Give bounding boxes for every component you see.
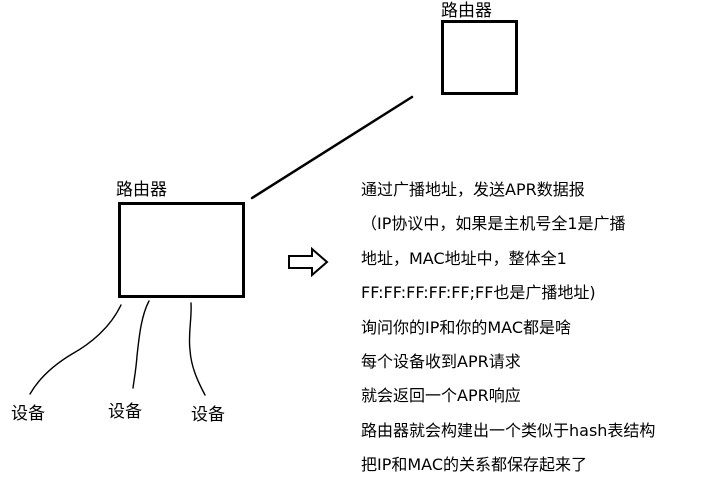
device-label: 设备 (11, 404, 45, 424)
router-main-box (118, 202, 245, 298)
note-line: （IP协议中，如果是主机号全1是广播 (361, 214, 626, 234)
device-label: 设备 (108, 402, 142, 422)
router-main-label: 路由器 (116, 180, 167, 200)
device-wire-1 (29, 304, 122, 395)
note-line: 把IP和MAC的关系都保存起来了 (361, 455, 588, 475)
note-line: 询问你的IP和你的MAC都是啥 (361, 317, 572, 337)
arp-explanation-notes: 通过广播地址，发送APR数据报 （IP协议中，如果是主机号全1是广播 地址，MA… (361, 180, 655, 490)
note-line: 通过广播地址，发送APR数据报 (361, 180, 585, 199)
router-top-box (441, 20, 518, 95)
note-line: FF:FF:FF:FF:FF;FF也是广播地址) (361, 283, 596, 303)
hollow-arrow-icon (288, 246, 329, 278)
device-wire-2 (132, 300, 150, 389)
diagram-canvas (29, 20, 518, 396)
note-line: 地址，MAC地址中，整体全1 (361, 248, 567, 268)
router-top-label: 路由器 (441, 1, 492, 21)
note-line: 就会返回一个APR响应 (361, 386, 521, 406)
note-line: 路由器就会构建出一个类似于hash表结构 (361, 420, 656, 440)
device-wire-3 (188, 302, 206, 396)
device-label: 设备 (191, 405, 225, 425)
note-line: 每个设备收到APR请求 (361, 351, 521, 371)
router-link-line (250, 95, 414, 200)
